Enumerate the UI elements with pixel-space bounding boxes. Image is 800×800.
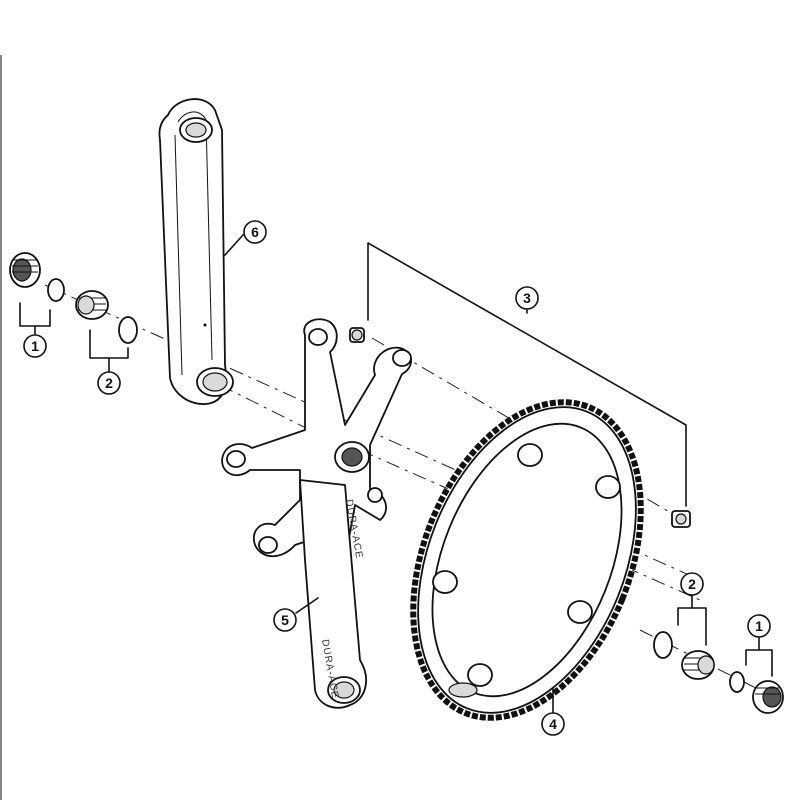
chainring-bolt-tab xyxy=(517,443,543,467)
chainring xyxy=(410,399,644,721)
spider-hole-top xyxy=(308,328,328,346)
callout-1-left: 1 xyxy=(23,334,47,358)
chainring-bolt-left xyxy=(349,327,365,343)
right-washer-2 xyxy=(653,631,673,659)
callout-label: 2 xyxy=(688,576,696,592)
right-crank-spider: DURA-ACE DURA-ACE xyxy=(221,318,413,709)
callout-label: 5 xyxy=(281,612,289,628)
chainring-bolts xyxy=(349,327,691,528)
left-fixing-bolt xyxy=(9,252,65,302)
callout-label: 6 xyxy=(251,224,259,240)
spider-hole-bottom xyxy=(258,536,278,554)
callout-1-right: 1 xyxy=(747,614,771,638)
callout-2-left: 2 xyxy=(97,371,121,395)
callout-label: 1 xyxy=(755,618,763,634)
spider-hole-left xyxy=(226,450,246,468)
left-washer-1 xyxy=(47,278,65,302)
left-adapter xyxy=(75,290,138,344)
callout-4: 4 xyxy=(541,712,565,736)
callout-3: 3 xyxy=(515,286,539,310)
callout-label: 4 xyxy=(549,716,557,732)
spider-hole-right xyxy=(392,349,412,367)
callout-label: 3 xyxy=(523,290,531,306)
callout-5: 5 xyxy=(273,608,297,632)
chainring-bolt-right xyxy=(671,510,691,528)
callout-6: 6 xyxy=(243,220,267,244)
left-washer-2 xyxy=(118,316,138,344)
right-adapter xyxy=(653,631,715,680)
callout-label: 2 xyxy=(105,375,113,391)
callout-2-right: 2 xyxy=(680,572,704,596)
left-crank-arm xyxy=(158,98,234,405)
right-washer-1 xyxy=(729,671,745,693)
right-fixing-bolt xyxy=(729,671,784,714)
callout-label: 1 xyxy=(31,338,39,354)
